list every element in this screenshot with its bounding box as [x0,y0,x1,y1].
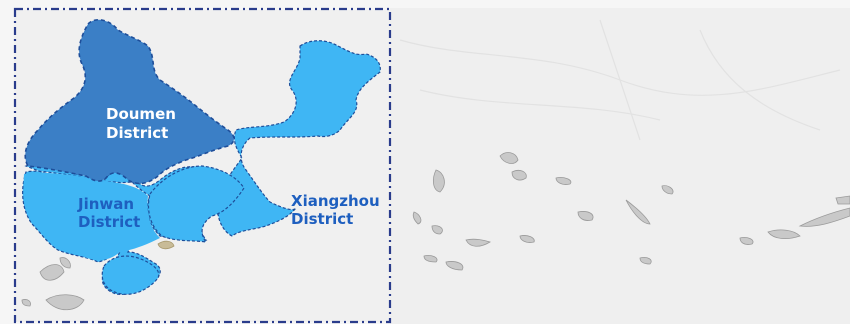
doumen-district-region[interactable] [24,18,235,185]
sea-islands [21,152,850,311]
jinwan-label-line2: District [78,213,140,231]
jinwan-label-line1: Jinwan [77,195,134,213]
basemap-roads [399,19,841,141]
xiangzhou-label-line1: Xiangzhou [291,192,380,210]
basemap-sea-area [390,8,850,324]
study-area-frame [13,7,392,324]
doumen-label-line1: Doumen [106,105,176,123]
jinwan-south-lobe [101,255,160,295]
doumen-label-line2: District [106,124,168,142]
jinwan-district-fill [23,172,160,261]
xiangzhou-district-region[interactable] [217,40,381,237]
jinwan-east-lobe [147,165,245,243]
xiangzhou-label-line2: District [291,210,353,228]
